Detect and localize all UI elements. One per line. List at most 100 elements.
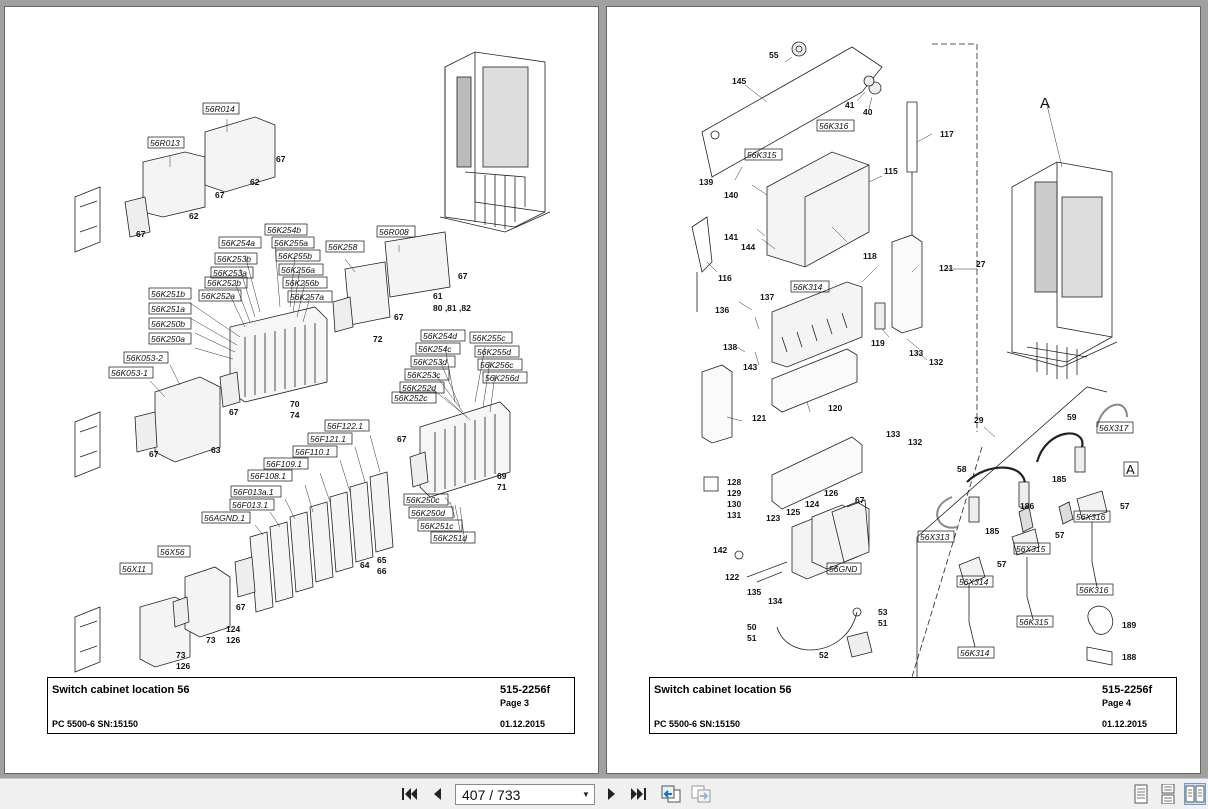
go-forward-view-button[interactable] (690, 783, 712, 805)
label-56K250b: 56K250b (151, 319, 185, 329)
callout: 134 (768, 596, 782, 606)
page-number-value: 407 / 733 (462, 786, 521, 803)
page-number-select[interactable]: 407 / 733 ▼ (455, 784, 595, 805)
label-56K256b: 56K256b (285, 278, 319, 288)
callout: 121 (752, 413, 766, 423)
document-date: 01.12.2015 (1102, 719, 1148, 729)
callout: 126 (226, 635, 240, 645)
callout: 73 (206, 635, 216, 645)
callout: 125 (786, 507, 800, 517)
label-56F109.1: 56F109.1 (266, 459, 302, 469)
machine-model: PC 5500-6 SN:15150 (654, 719, 741, 729)
callout: 139 (699, 177, 713, 187)
label-56K255a: 56K255a (274, 238, 308, 248)
callout: 80 ,81 ,82 (433, 303, 471, 313)
callout: 133 (886, 429, 900, 439)
callout: 137 (760, 292, 774, 302)
label-56K254d: 56K254d (423, 331, 457, 341)
label-56K053-2: 56K053-2 (126, 353, 163, 363)
label-56X317: 56X317 (1099, 423, 1129, 433)
go-forward-view-icon (691, 785, 711, 803)
callout: 62 (250, 177, 260, 187)
left-exploded-drawing: 56R014 56R013 56K258 56R008 56K254b 56K2… (74, 51, 551, 673)
callout: 52 (819, 650, 829, 660)
label-56K255d: 56K255d (477, 347, 511, 357)
callout: 130 (727, 499, 741, 509)
facing-pages-view-icon (1185, 785, 1205, 803)
label-56K314: 56K314 (793, 282, 823, 292)
first-page-button[interactable] (398, 783, 420, 805)
callout: 189 (1122, 620, 1136, 630)
label-56K315: 56K315 (747, 150, 777, 160)
callout: 66 (377, 566, 387, 576)
label-56K256c: 56K256c (480, 360, 514, 370)
callout: 41 (845, 100, 855, 110)
single-page-view-button[interactable] (1130, 783, 1152, 805)
left-callouts: 67 62 67 62 67 61 67 80 ,81 ,82 67 72 70… (136, 154, 507, 671)
callout: 135 (747, 587, 761, 597)
label-56K251b: 56K251b (151, 289, 185, 299)
label-56K252d: 56K252d (402, 383, 436, 393)
callout: 67 (149, 449, 159, 459)
label-56K251a: 56K251a (151, 304, 185, 314)
label-56K257a: 56K257a (290, 292, 324, 302)
callout: 59 (1067, 412, 1077, 422)
right-callouts: 55 145 41 40 117 139 140 115 141 144 116… (699, 50, 1136, 662)
next-page-icon (608, 788, 615, 800)
label-56K253a: 56K253a (213, 268, 247, 278)
callout: 120 (828, 403, 842, 413)
label-56K254c: 56K254c (418, 344, 452, 354)
detail-a-box-label: A (1126, 462, 1135, 477)
label-56X316: 56X316 (1076, 512, 1106, 522)
callout: 73 (176, 650, 186, 660)
callout: 62 (189, 211, 199, 221)
page-label: Page 4 (1102, 698, 1132, 708)
label-56K250d: 56K250d (411, 508, 445, 518)
continuous-view-button[interactable] (1157, 783, 1179, 805)
facing-pages-view-button[interactable] (1184, 783, 1206, 805)
callout: 71 (497, 482, 507, 492)
callout: 51 (878, 618, 888, 628)
callout: 72 (373, 334, 383, 344)
callout: 124 (805, 499, 819, 509)
callout: 51 (747, 633, 757, 643)
right-title-block: Switch cabinet location 56 PC 5500-6 SN:… (649, 677, 1177, 734)
callout: 74 (290, 410, 300, 420)
last-page-button[interactable] (628, 783, 650, 805)
label-56K258: 56K258 (328, 242, 358, 252)
callout: 67 (229, 407, 239, 417)
document-number: 515-2256f (500, 684, 551, 696)
label-56R008: 56R008 (379, 227, 409, 237)
callout: 142 (713, 545, 727, 555)
callout: 67 (458, 271, 468, 281)
previous-page-button[interactable] (426, 783, 448, 805)
go-back-view-button[interactable] (660, 783, 682, 805)
callout: 69 (497, 471, 507, 481)
callout: 185 (1052, 474, 1066, 484)
callout: 122 (725, 572, 739, 582)
chevron-down-icon: ▼ (582, 790, 590, 799)
label-56R014: 56R014 (205, 104, 235, 114)
label-56X314: 56X314 (959, 577, 989, 587)
callout: 118 (863, 251, 877, 261)
callout: 58 (957, 464, 967, 474)
go-back-view-icon (661, 785, 681, 803)
callout: 55 (769, 50, 779, 60)
label-56F108.1: 56F108.1 (250, 471, 286, 481)
label-56X56: 56X56 (160, 547, 185, 557)
callout: 57 (997, 559, 1007, 569)
label-56K253b: 56K253b (217, 254, 251, 264)
label-56K256a: 56K256a (281, 265, 315, 275)
label-56K250c: 56K250c (406, 495, 440, 505)
callout: 70 (290, 399, 300, 409)
next-page-button[interactable] (601, 783, 623, 805)
label-56K255b: 56K255b (278, 251, 312, 261)
first-page-icon (402, 788, 417, 800)
label-56K250a: 56K250a (151, 334, 185, 344)
label-56K254b: 56K254b (267, 225, 301, 235)
callout: 133 (909, 348, 923, 358)
callout: 63 (211, 445, 221, 455)
callout: 132 (929, 357, 943, 367)
callout: 40 (863, 107, 873, 117)
callout: 115 (884, 166, 898, 176)
